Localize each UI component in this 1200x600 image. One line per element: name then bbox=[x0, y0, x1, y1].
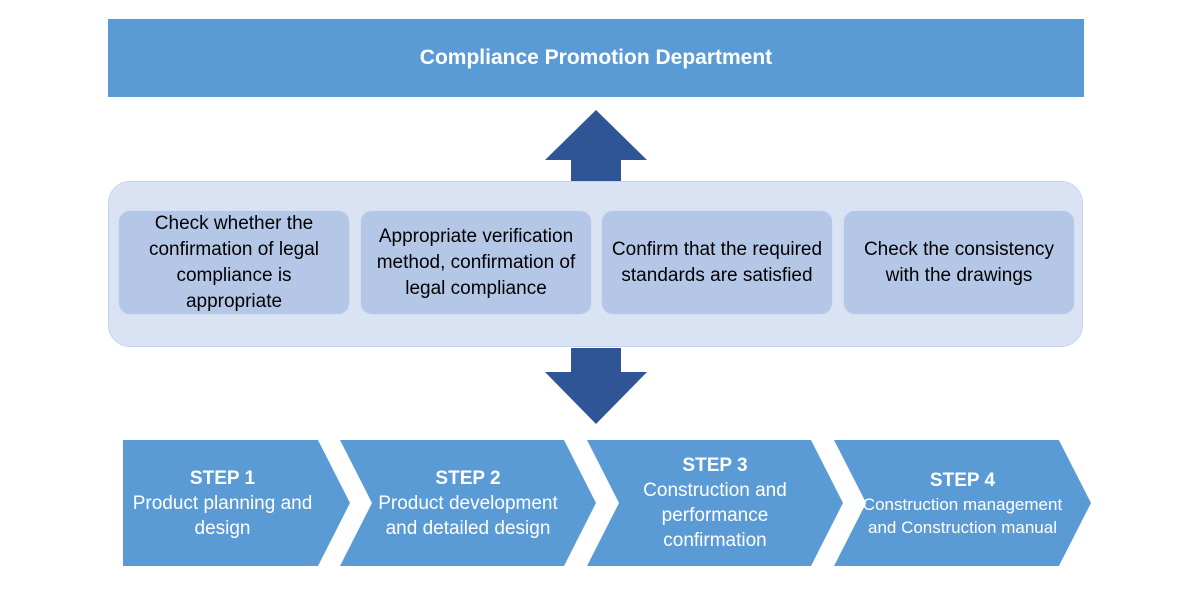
step-title: STEP 2 bbox=[435, 467, 501, 489]
check-item-label: Check the consistency with the drawings bbox=[863, 238, 1055, 286]
check-item-drawing-consistency: Check the consistency with the drawings bbox=[843, 210, 1075, 315]
arrow-up-icon bbox=[545, 110, 647, 182]
arrow-down-icon bbox=[545, 348, 647, 424]
department-title: Compliance Promotion Department bbox=[419, 46, 773, 69]
step-1-chevron: STEP 1 Product planning and design bbox=[123, 440, 350, 566]
check-item-legal-compliance: Check whether the confirmation of legal … bbox=[118, 210, 350, 315]
step-2-chevron: STEP 2 Product development and detailed … bbox=[340, 440, 596, 566]
department-header: Compliance Promotion Department bbox=[108, 19, 1084, 97]
step-description: Product development and detailed design bbox=[378, 492, 558, 539]
check-item-required-standards: Confirm that the required standards are … bbox=[601, 210, 833, 315]
step-4-chevron: STEP 4 Construction management and Const… bbox=[834, 440, 1091, 566]
check-item-verification-method: Appropriate verification method, confirm… bbox=[360, 210, 592, 315]
check-item-label: Appropriate verification method, confirm… bbox=[376, 225, 576, 299]
step-title: STEP 3 bbox=[682, 455, 748, 476]
check-item-label: Check whether the confirmation of legal … bbox=[148, 212, 320, 312]
step-title: STEP 4 bbox=[929, 469, 996, 491]
step-title: STEP 1 bbox=[189, 467, 256, 489]
check-item-label: Confirm that the required standards are … bbox=[611, 238, 823, 286]
step-description: Construction and performance confirmatio… bbox=[643, 480, 787, 551]
step-description: Construction management and Construction… bbox=[862, 494, 1063, 537]
step-3-chevron: STEP 3 Construction and performance conf… bbox=[587, 440, 843, 566]
step-description: Product planning and design bbox=[132, 492, 313, 539]
